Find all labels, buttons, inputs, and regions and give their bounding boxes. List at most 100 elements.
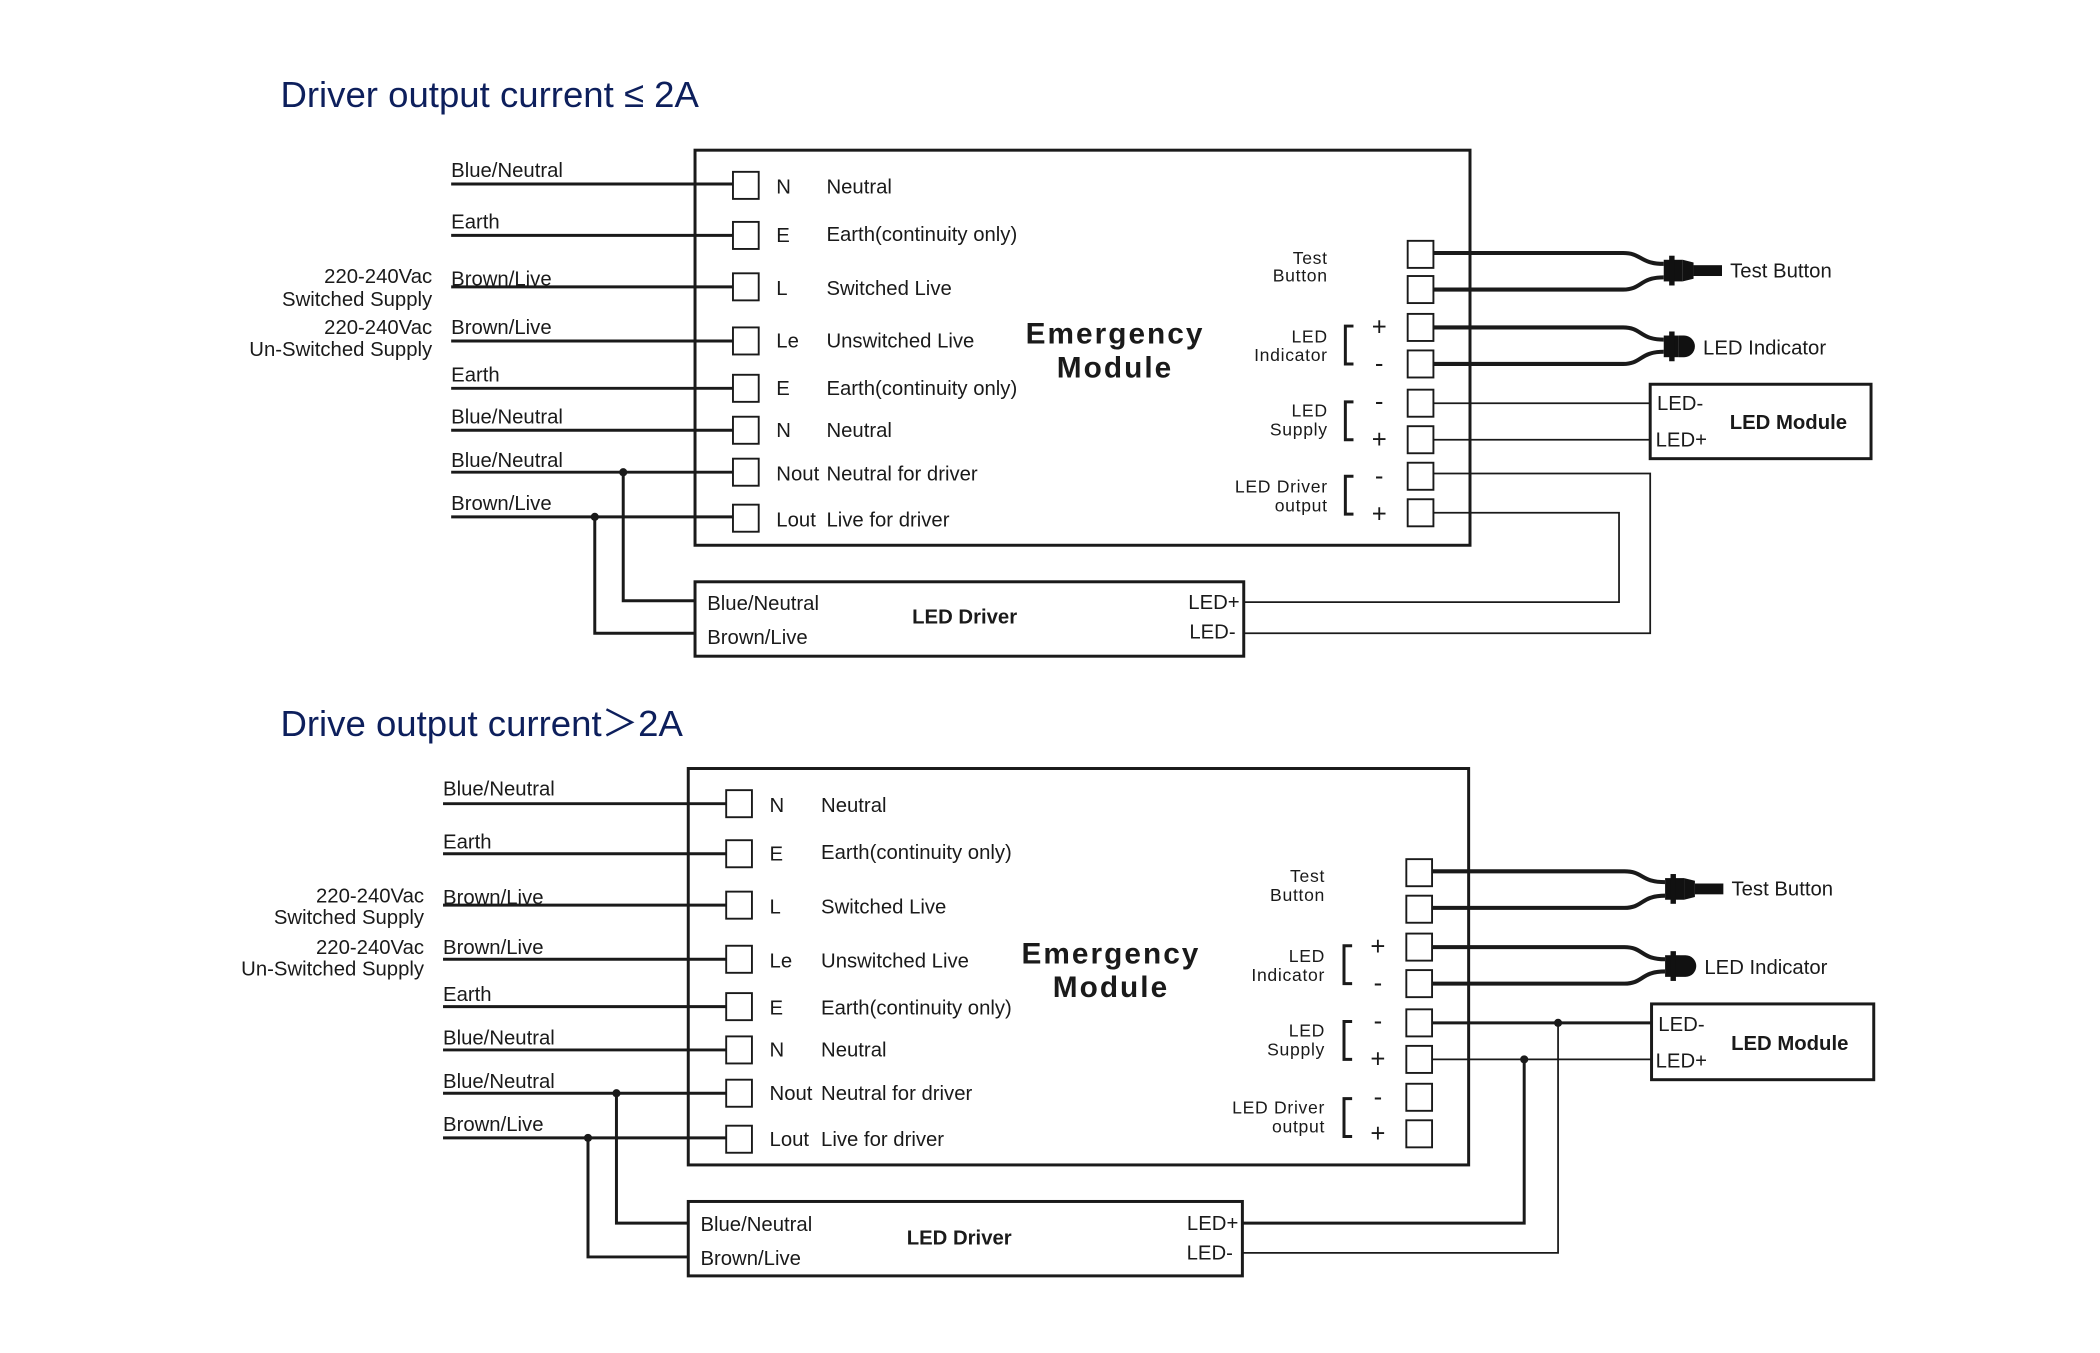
terminal[interactable] — [725, 1035, 753, 1065]
driver-neutral-wire — [614, 1093, 689, 1225]
terminal[interactable] — [732, 415, 760, 445]
minus-sign: - — [1375, 462, 1384, 490]
driver-live-wire — [593, 516, 696, 635]
input-row: Blue/Neutral N Neutral — [443, 779, 887, 819]
terminal[interactable] — [725, 890, 753, 920]
plus-sign: + — [1372, 500, 1387, 528]
module-title-line2: Module — [1057, 352, 1173, 385]
plus-sign: + — [1370, 933, 1385, 961]
input-row: Brown/Live Lout Live for driver — [443, 1114, 944, 1154]
switched-supply-label: Switched Supply — [282, 289, 433, 311]
terminal[interactable] — [725, 944, 753, 974]
indicator-wire — [1433, 325, 1664, 342]
terminal[interactable] — [725, 789, 753, 819]
module-title-line1: Emergency — [1022, 937, 1201, 970]
led-module-title: LED Module — [1731, 1033, 1848, 1055]
terminal[interactable] — [725, 839, 753, 869]
terminal[interactable] — [732, 272, 760, 302]
minus-sign: - — [1374, 1008, 1383, 1036]
unswitched-supply-label: Un-Switched Supply — [249, 339, 433, 361]
input-row: Earth E Earth(continuity only) — [443, 984, 1012, 1022]
junction-dot — [1520, 1055, 1529, 1064]
switched-supply-label: Switched Supply — [274, 907, 425, 929]
terminal[interactable] — [732, 503, 760, 533]
terminal-name: Live for driver — [826, 509, 949, 531]
terminal[interactable] — [1405, 969, 1434, 999]
driver-out-neg-label: LED- — [1187, 1243, 1233, 1265]
driver-out-pos-label: LED+ — [1188, 592, 1239, 614]
plus-sign: + — [1372, 314, 1387, 342]
terminal[interactable] — [1405, 1119, 1434, 1149]
led-indicator-label: LED Indicator — [1704, 957, 1827, 979]
terminal[interactable] — [1406, 498, 1435, 528]
terminal[interactable] — [725, 1078, 753, 1108]
bracket — [1343, 400, 1354, 442]
terminal[interactable] — [1406, 425, 1435, 455]
input-row: Brown/Live Lout Live for driver — [451, 493, 950, 533]
terminal[interactable] — [1406, 461, 1435, 491]
terminal[interactable] — [732, 457, 760, 487]
terminal-name: Neutral — [821, 1040, 886, 1062]
led-module-box — [1650, 1002, 1876, 1082]
plus-sign: + — [1370, 1046, 1385, 1074]
led-module-neg-label: LED- — [1658, 1014, 1704, 1036]
driver-live-wire — [586, 1137, 689, 1259]
terminal[interactable] — [1406, 388, 1435, 418]
group-label: LED — [1289, 946, 1325, 966]
minus-sign: - — [1375, 388, 1384, 416]
led-driver-box — [693, 580, 1246, 658]
wire-label: Earth — [451, 365, 500, 387]
terminal-code: E — [776, 378, 790, 400]
terminal[interactable] — [725, 1124, 753, 1154]
minus-sign: - — [1374, 1083, 1383, 1111]
terminal-code: N — [770, 1040, 785, 1062]
switched-voltage-label: 220-240Vac — [324, 266, 432, 288]
switched-voltage-label: 220-240Vac — [316, 885, 424, 907]
input-row: Blue/Neutral N Neutral — [443, 1028, 887, 1065]
terminal[interactable] — [1405, 1082, 1434, 1112]
terminal[interactable] — [1405, 894, 1434, 924]
led-driver-title: LED Driver — [907, 1228, 1012, 1250]
input-row: Earth E Earth(continuity only) — [451, 365, 1017, 403]
terminal-code: Le — [776, 331, 799, 353]
group-label: Supply — [1267, 1039, 1325, 1059]
terminal[interactable] — [1405, 1008, 1434, 1038]
led-driver-box — [686, 1199, 1244, 1278]
plus-sign: + — [1372, 426, 1387, 454]
wire-label: Earth — [451, 212, 500, 234]
terminal-code: Nout — [770, 1083, 813, 1105]
terminal[interactable] — [1406, 349, 1435, 379]
test-button-icon — [1663, 255, 1722, 286]
terminal-code: Nout — [776, 463, 819, 485]
terminal[interactable] — [1405, 932, 1434, 962]
terminal[interactable] — [732, 326, 760, 356]
driver-in-live-label: Brown/Live — [700, 1248, 800, 1270]
group-label: LED — [1291, 326, 1327, 346]
led-indicator-icon — [1663, 331, 1695, 362]
test-button-label: Test Button — [1730, 260, 1832, 282]
test-button-icon — [1665, 874, 1724, 904]
driver-output-pos-wire — [1242, 1059, 1526, 1225]
terminal[interactable] — [1405, 858, 1434, 888]
terminal-name: Neutral for driver — [826, 463, 977, 485]
terminal[interactable] — [732, 170, 760, 200]
terminal[interactable] — [1405, 1044, 1434, 1074]
input-row: Earth E Earth(continuity only) — [443, 831, 1012, 869]
bracket — [1342, 944, 1353, 986]
terminal[interactable] — [725, 992, 753, 1022]
group-label: LED — [1289, 1020, 1325, 1040]
terminal[interactable] — [1406, 239, 1435, 269]
terminal[interactable] — [732, 373, 760, 403]
indicator-wire — [1432, 945, 1666, 962]
terminal[interactable] — [1406, 312, 1435, 342]
driver-in-neutral-label: Blue/Neutral — [707, 593, 819, 615]
terminal[interactable] — [732, 220, 760, 250]
terminal[interactable] — [1406, 275, 1435, 305]
diagram-low-current: Driver output current ≤ 2A Emergency Mod… — [249, 74, 1873, 658]
group-label: Test — [1293, 248, 1328, 268]
input-row: Brown/Live L Switched Live — [451, 268, 952, 302]
unswitched-voltage-label: 220-240Vac — [324, 317, 432, 339]
plus-sign: + — [1370, 1120, 1385, 1148]
emergency-module-box — [693, 148, 1472, 547]
unswitched-voltage-label: 220-240Vac — [316, 937, 424, 959]
